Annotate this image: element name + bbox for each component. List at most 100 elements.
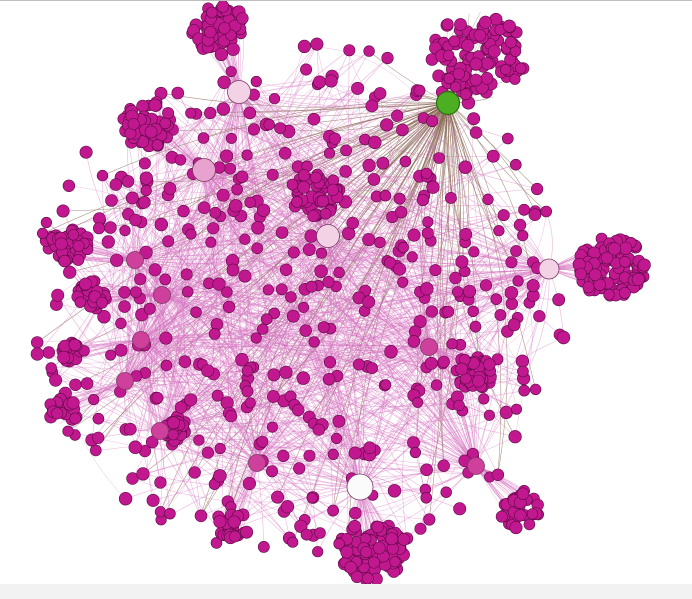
- graph-node[interactable]: [118, 492, 133, 506]
- graph-node[interactable]: [374, 236, 386, 249]
- graph-node[interactable]: [209, 206, 222, 219]
- graph-node[interactable]: [468, 246, 480, 258]
- graph-node[interactable]: [56, 204, 70, 218]
- cluster-node[interactable]: [504, 53, 516, 66]
- graph-node[interactable]: [315, 247, 328, 259]
- graph-node[interactable]: [213, 469, 227, 483]
- graph-node[interactable]: [229, 199, 243, 213]
- graph-node[interactable]: [214, 442, 226, 455]
- cluster-node[interactable]: [144, 125, 158, 139]
- graph-node[interactable]: [392, 262, 406, 276]
- graph-node[interactable]: [367, 173, 381, 186]
- graph-node[interactable]: [266, 390, 280, 403]
- graph-node[interactable]: [312, 546, 324, 558]
- graph-node[interactable]: [154, 506, 166, 518]
- cluster-node[interactable]: [286, 178, 299, 191]
- cluster-node[interactable]: [516, 487, 530, 500]
- graph-node[interactable]: [174, 154, 187, 166]
- graph-node[interactable]: [180, 268, 193, 281]
- cluster-node[interactable]: [473, 28, 487, 42]
- graph-node[interactable]: [280, 500, 295, 514]
- graph-node[interactable]: [92, 412, 105, 425]
- graph-node[interactable]: [518, 203, 530, 216]
- graph-node[interactable]: [148, 263, 162, 277]
- graph-node[interactable]: [396, 123, 409, 137]
- graph-node[interactable]: [423, 513, 436, 526]
- graph-node[interactable]: [494, 309, 507, 321]
- graph-node[interactable]: [217, 75, 231, 90]
- cluster-node[interactable]: [442, 49, 455, 62]
- graph-node[interactable]: [266, 168, 279, 181]
- graph-node[interactable]: [250, 332, 262, 344]
- graph-node[interactable]: [121, 175, 135, 188]
- cluster-node[interactable]: [504, 36, 517, 49]
- cluster-node[interactable]: [619, 241, 633, 255]
- cluster-node[interactable]: [588, 268, 602, 282]
- graph-node[interactable]: [505, 256, 518, 269]
- cluster-node[interactable]: [316, 195, 330, 208]
- cluster-node[interactable]: [66, 396, 80, 410]
- graph-node[interactable]: [479, 279, 493, 292]
- graph-node[interactable]: [530, 182, 544, 196]
- graph-node[interactable]: [243, 106, 257, 120]
- cluster-node[interactable]: [487, 44, 501, 58]
- graph-node[interactable]: [467, 112, 481, 126]
- graph-node[interactable]: [312, 423, 325, 436]
- cluster-node[interactable]: [459, 88, 472, 101]
- graph-node[interactable]: [437, 355, 450, 368]
- graph-node[interactable]: [225, 66, 237, 78]
- graph-node[interactable]: [306, 492, 318, 504]
- cluster-node[interactable]: [509, 521, 523, 535]
- graph-node[interactable]: [160, 359, 173, 372]
- cluster-node[interactable]: [452, 67, 466, 80]
- graph-node[interactable]: [376, 156, 390, 170]
- graph-node[interactable]: [343, 44, 356, 57]
- cluster-node[interactable]: [96, 296, 108, 309]
- cluster-node[interactable]: [461, 38, 475, 52]
- graph-node[interactable]: [163, 181, 177, 195]
- graph-node[interactable]: [491, 468, 505, 481]
- cluster-node[interactable]: [54, 237, 68, 251]
- cluster-node[interactable]: [478, 15, 492, 29]
- graph-node[interactable]: [159, 331, 173, 345]
- graph-node[interactable]: [368, 135, 382, 150]
- graph-node[interactable]: [552, 293, 566, 307]
- graph-node[interactable]: [129, 213, 142, 227]
- cluster-node[interactable]: [389, 556, 401, 568]
- graph-node[interactable]: [90, 444, 102, 457]
- graph-node[interactable]: [310, 37, 324, 51]
- graph-node[interactable]: [124, 422, 137, 436]
- graph-node[interactable]: [529, 383, 542, 396]
- cluster-node[interactable]: [469, 73, 483, 87]
- graph-node[interactable]: [365, 99, 379, 113]
- graph-node[interactable]: [444, 191, 457, 204]
- graph-node[interactable]: [292, 403, 305, 417]
- cluster-node[interactable]: [204, 25, 217, 39]
- cluster-node[interactable]: [509, 73, 521, 85]
- graph-node[interactable]: [437, 459, 450, 472]
- selected-hub-node[interactable]: [435, 90, 461, 116]
- graph-node[interactable]: [247, 123, 260, 136]
- cluster-node[interactable]: [69, 412, 82, 425]
- graph-node[interactable]: [93, 222, 106, 235]
- graph-node[interactable]: [225, 410, 238, 423]
- graph-node[interactable]: [287, 246, 300, 259]
- graph-node[interactable]: [373, 87, 387, 100]
- graph-node[interactable]: [118, 286, 131, 299]
- graph-node[interactable]: [380, 379, 392, 391]
- graph-node[interactable]: [505, 297, 518, 310]
- hub-node[interactable]: [227, 80, 251, 104]
- graph-node[interactable]: [497, 209, 510, 222]
- graph-node[interactable]: [452, 286, 464, 298]
- hub-node[interactable]: [116, 372, 134, 390]
- graph-node[interactable]: [297, 39, 312, 54]
- graph-node[interactable]: [304, 229, 318, 243]
- graph-node[interactable]: [462, 284, 477, 298]
- graph-node[interactable]: [182, 286, 194, 298]
- graph-node[interactable]: [469, 320, 482, 333]
- cluster-node[interactable]: [51, 407, 64, 420]
- graph-node[interactable]: [391, 109, 404, 122]
- graph-node[interactable]: [493, 225, 505, 237]
- graph-node[interactable]: [96, 169, 109, 182]
- cluster-node[interactable]: [206, 6, 218, 19]
